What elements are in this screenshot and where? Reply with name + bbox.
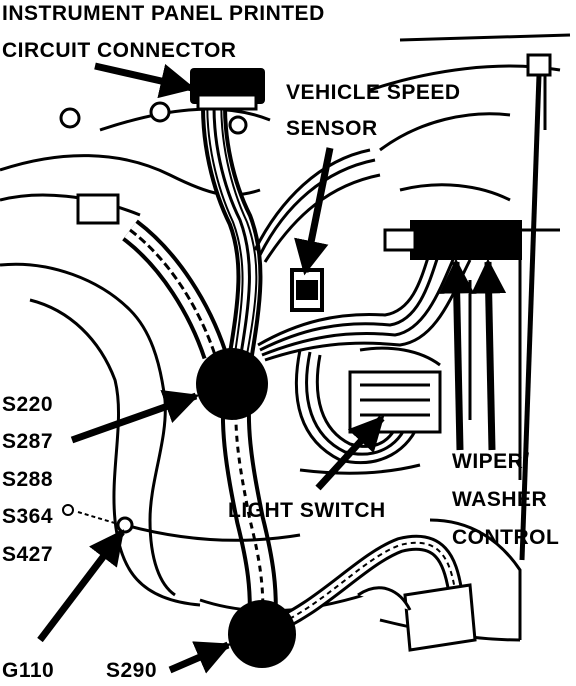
splice-s290 (228, 600, 296, 668)
label-wiper-line1: WIPER/ (452, 450, 530, 473)
arrow-s290 (168, 641, 232, 674)
label-splice-s287: S287 (2, 430, 54, 453)
label-splice-s364: S364 (2, 505, 54, 528)
wire-harness (121, 83, 472, 638)
ground-g110 (62, 504, 134, 534)
arrow-wiper-1 (439, 258, 475, 451)
arrow-light-switch (315, 415, 385, 491)
label-splice-s427: S427 (2, 543, 54, 566)
label-splice-s220: S220 (2, 393, 54, 416)
wiper-connector (383, 220, 522, 260)
ipc-connector (190, 68, 265, 111)
label-ipc-line2: CIRCUIT CONNECTOR (2, 39, 237, 62)
vss-connector (290, 268, 324, 312)
arrow-g110 (37, 529, 125, 643)
label-light-switch: LIGHT SWITCH (228, 499, 386, 522)
arrow-splice-group (70, 390, 200, 444)
arrow-wiper-2 (471, 258, 507, 451)
label-g110: G110 (2, 659, 55, 682)
dashboard-outline (0, 60, 561, 642)
antenna-post (399, 33, 571, 561)
arrow-vss (294, 147, 334, 276)
label-ipc-line1: INSTRUMENT PANEL PRINTED (2, 2, 325, 25)
leader-arrows (37, 62, 507, 674)
label-wiper-line2: WASHER (452, 488, 548, 511)
splice-pack-s220-group (196, 348, 268, 420)
clips (59, 101, 477, 652)
arrow-ipc (94, 62, 196, 99)
label-vss-line1: VEHICLE SPEED (286, 81, 461, 104)
s364-leader (77, 511, 119, 525)
label-wiper-line3: CONTROL (452, 526, 560, 549)
label-vss-line2: SENSOR (286, 117, 378, 140)
light-switch-body (348, 370, 442, 434)
label-s290: S290 (106, 659, 158, 682)
label-splice-s288: S288 (2, 468, 54, 491)
